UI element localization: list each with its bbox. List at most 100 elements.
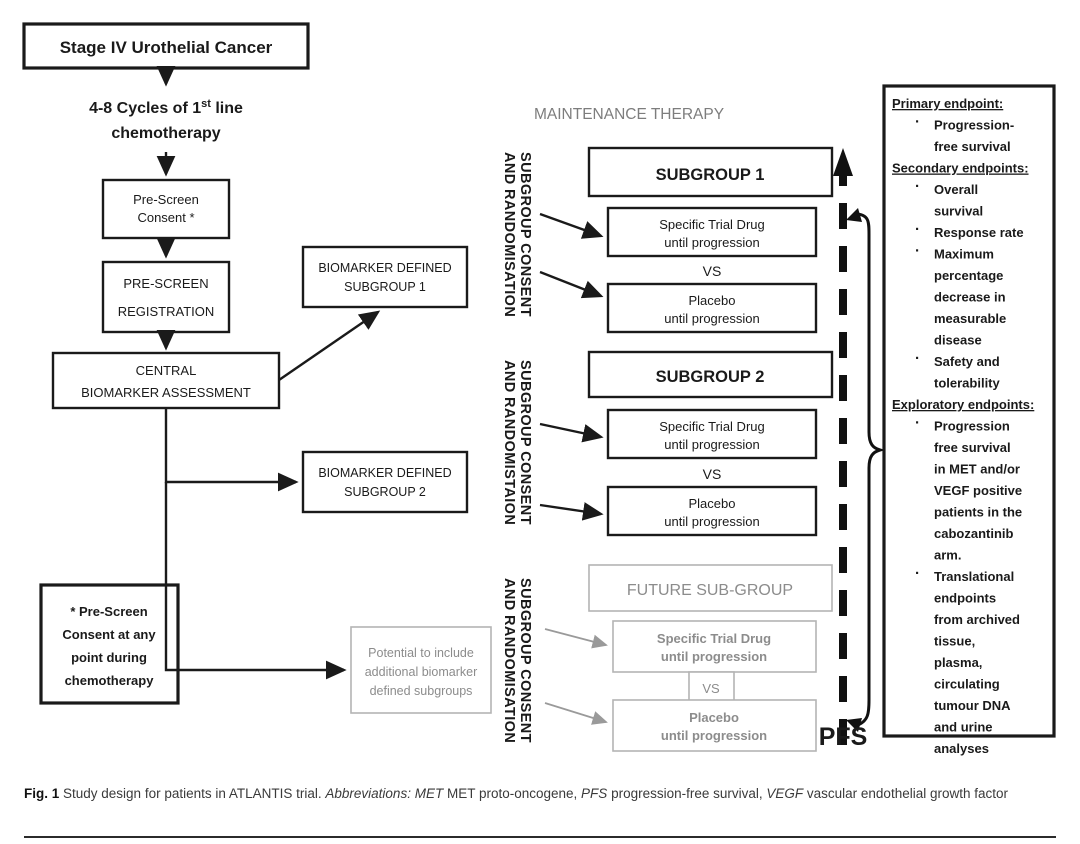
prescreen-consent-line1: Pre-Screen	[133, 192, 199, 207]
biomarker-subgroup-2-line2: SUBGROUP 2	[344, 485, 426, 499]
exploratory-endpoint-item-0-line-1: free survival	[934, 440, 1011, 455]
caption-met-def: MET proto-oncogene,	[443, 786, 582, 801]
arrow-to-arm-1-placebo	[539, 270, 604, 299]
arrow-central-to-biomarker2	[164, 408, 299, 492]
arrow-central-to-future	[164, 482, 347, 680]
brace-bottom-arrowhead	[846, 718, 862, 732]
arrow-to-arm-2-placebo	[539, 502, 604, 521]
bullet-dot-icon: ·	[915, 221, 920, 238]
footnote-line4: chemotherapy	[65, 673, 155, 688]
caption-vegf: VEGF	[766, 786, 804, 801]
secondary-endpoint-item-2-line-2: decrease in	[934, 290, 1006, 305]
arm-2-title: SUBGROUP 2	[656, 368, 765, 386]
caption-fig-label: Fig. 1	[24, 786, 60, 801]
central-biomarker-line2: BIOMARKER ASSESSMENT	[81, 385, 251, 400]
prescreen-consent-box	[101, 178, 231, 240]
prescreen-registration-box	[101, 260, 231, 334]
exploratory-endpoint-item-1-line-5: circulating	[934, 677, 1000, 692]
arm-group-2: SUBGROUP 2 Specific Trial Drug until pro…	[539, 350, 834, 537]
exploratory-endpoint-item-1-line-0: Translational	[934, 569, 1014, 584]
arm-3-title-box	[588, 564, 833, 612]
chemo-label-line1: 4-8 Cycles of 1st line	[89, 98, 243, 117]
exploratory-endpoint-item-1-line-8: analyses	[934, 741, 989, 756]
vertical-label-group-3: SUBGROUP CONSENT AND RANDOMISATION	[501, 578, 533, 743]
vertical-label-3-line2: AND RANDOMISATION	[501, 578, 517, 743]
arm-2-drug-box	[606, 408, 818, 460]
arm-3-drug-line2: until progression	[661, 649, 767, 664]
secondary-endpoint-item-2-line-0: Maximum	[934, 247, 994, 262]
vertical-label-1-line1: SUBGROUP CONSENT	[517, 152, 533, 317]
bullet-dot-icon: ·	[915, 243, 920, 260]
study-design-diagram: Stage IV Urothelial Cancer 4-8 Cycles of…	[22, 22, 1056, 756]
caption-abbrev-label: Abbreviations:	[325, 786, 411, 801]
arrow-to-arm-3-placebo	[544, 702, 608, 725]
secondary-endpoint-item-3-line-0: Safety and	[934, 354, 1000, 369]
future-subgroup-line3: defined subgroups	[370, 684, 473, 698]
footnote-line1: * Pre-Screen	[70, 604, 147, 619]
exploratory-endpoint-item-0-line-4: patients in the	[934, 505, 1022, 520]
caption-pfs: PFS	[581, 786, 608, 801]
bullet-dot-icon: ·	[915, 565, 920, 582]
secondary-endpoint-item-2-line-3: measurable	[934, 311, 1006, 326]
arm-3-title: FUTURE SUB-GROUP	[627, 582, 793, 599]
exploratory-endpoint-item-1-line-7: and urine	[934, 720, 993, 735]
future-subgroup-box	[350, 626, 492, 714]
pfs-label: PFS	[819, 723, 868, 751]
biomarker-subgroup-1-box	[301, 245, 469, 309]
arrow-to-arm-3-drug	[544, 628, 608, 649]
vertical-label-group-1: SUBGROUP CONSENT AND RANDOMISATION	[501, 152, 533, 317]
arm-3-placebo-line2: until progression	[661, 728, 767, 743]
figure-caption: Fig. 1 Study design for patients in ATLA…	[24, 784, 1060, 804]
exploratory-endpoint-item-0-line-6: arm.	[934, 548, 961, 563]
future-subgroup-line2: additional biomarker	[365, 665, 478, 679]
arm-2-title-box	[587, 350, 834, 399]
maintenance-therapy-header: MAINTENANCE THERAPY	[534, 106, 724, 123]
chemo-label-line2: chemotherapy	[111, 125, 220, 142]
bullet-dot-icon: ·	[915, 415, 920, 432]
vertical-label-1-line2: AND RANDOMISATION	[501, 152, 517, 317]
vertical-label-3-line1: SUBGROUP CONSENT	[517, 578, 533, 743]
exploratory-endpoint-item-0-line-0: Progression	[934, 419, 1010, 434]
secondary-endpoints-heading: Secondary endpoints:	[892, 161, 1029, 176]
secondary-endpoint-item-2-line-1: percentage	[934, 268, 1003, 283]
biomarker-subgroup-2-box	[301, 450, 469, 514]
secondary-endpoint-item-0-line-1: survival	[934, 204, 983, 219]
future-subgroup-line1: Potential to include	[368, 646, 474, 660]
arm-1-title: SUBGROUP 1	[656, 166, 765, 184]
footnote-line3: point during	[71, 650, 147, 665]
caption-vegf-def: vascular endothelial growth factor	[803, 786, 1009, 801]
arrow-to-arm-1-drug	[539, 212, 604, 239]
arm-2-drug-line1: Specific Trial Drug	[659, 419, 764, 434]
arm-1-drug-box	[606, 206, 818, 258]
prescreen-registration-line2: REGISTRATION	[118, 304, 215, 319]
caption-bottom-rule	[24, 836, 1056, 838]
primary-endpoint-heading: Primary endpoint:	[892, 96, 1003, 111]
exploratory-endpoint-item-1-line-1: endpoints	[934, 591, 996, 606]
arrow-central-to-biomarker1	[278, 310, 381, 381]
arm-1-placebo-box	[606, 282, 818, 334]
exploratory-endpoint-item-1-line-4: plasma,	[934, 655, 982, 670]
primary-endpoint-item-0-line-0: Progression-	[934, 118, 1014, 133]
pfs-axis-arrowhead	[833, 148, 853, 176]
arrow-to-arm-2-drug	[539, 422, 604, 443]
arm-2-placebo-line1: Placebo	[689, 496, 736, 511]
outcomes-brace	[846, 208, 886, 732]
entry-box-label: Stage IV Urothelial Cancer	[60, 38, 273, 57]
exploratory-endpoint-item-0-line-5: cabozantinib	[934, 526, 1014, 541]
arm-2-placebo-box	[606, 485, 818, 537]
footnote-line2: Consent at any	[62, 627, 156, 642]
endpoints-panel	[882, 84, 1056, 738]
arm-3-drug-line1: Specific Trial Drug	[657, 631, 771, 646]
caption-met: MET	[414, 786, 444, 801]
exploratory-endpoint-item-0-line-2: in MET and/or	[934, 462, 1020, 477]
prescreen-consent-line2: Consent *	[137, 210, 194, 225]
bullet-dot-icon: ·	[915, 114, 920, 131]
exploratory-endpoint-item-1-line-6: tumour DNA	[934, 698, 1011, 713]
biomarker-subgroup-1-line1: BIOMARKER DEFINED	[318, 261, 451, 275]
biomarker-subgroup-1-line2: SUBGROUP 1	[344, 280, 426, 294]
arm-1-placebo-line1: Placebo	[689, 293, 736, 308]
secondary-endpoint-item-3-line-1: tolerability	[934, 376, 1001, 391]
bullet-dot-icon: ·	[915, 178, 920, 195]
arm-group-1: SUBGROUP 1 Specific Trial Drug until pro…	[539, 146, 834, 334]
